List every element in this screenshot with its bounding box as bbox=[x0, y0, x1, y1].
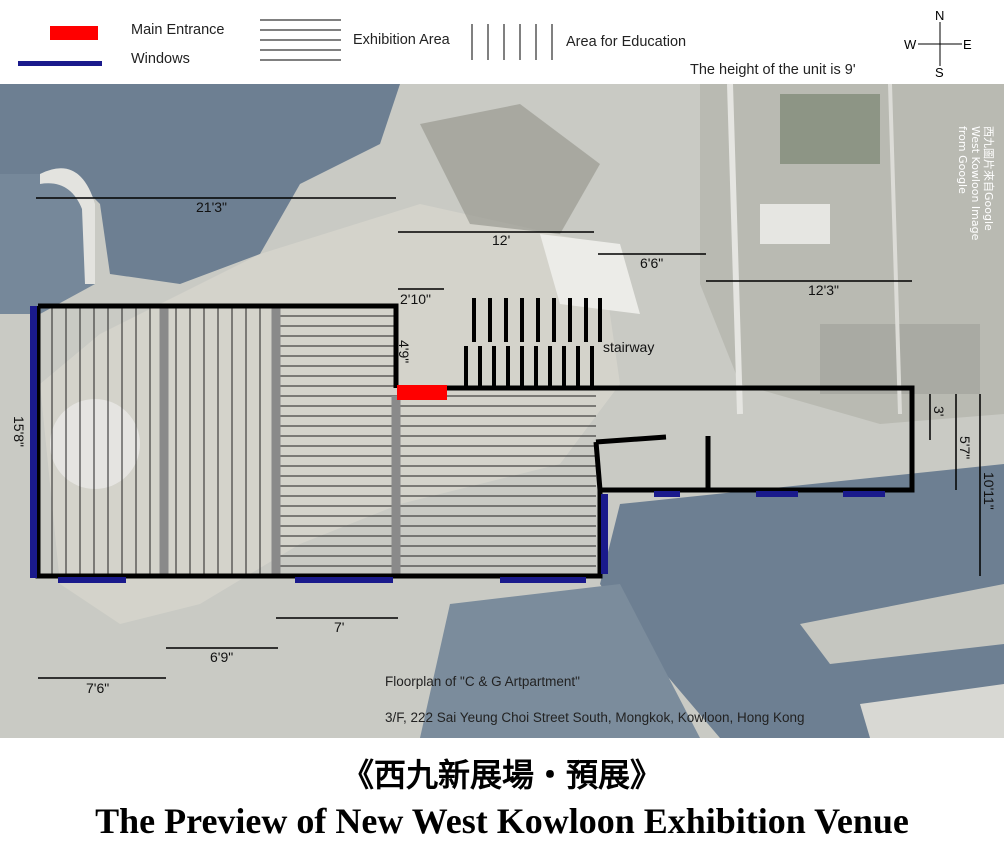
legend: N S W E Main Entrance Windows Exhibition… bbox=[0, 0, 1004, 84]
dim-10-11: 10'11" bbox=[981, 472, 997, 510]
title-english: The Preview of New West Kowloon Exhibiti… bbox=[95, 801, 909, 841]
main-entrance-swatch bbox=[50, 26, 98, 40]
dim-5-7: 5'7" bbox=[957, 436, 973, 459]
compass-e: E bbox=[963, 37, 972, 52]
credit-line-3: from Google bbox=[956, 126, 969, 194]
stairway bbox=[464, 298, 602, 386]
dim-2-10: 2'10" bbox=[400, 291, 431, 307]
exhibition-area-swatch bbox=[260, 19, 341, 61]
education-area-label: Area for Education bbox=[566, 34, 687, 50]
partition-columns bbox=[159, 306, 401, 576]
dim-6-6: 6'6" bbox=[640, 255, 663, 271]
legend-graphics: N S W E bbox=[18, 8, 972, 80]
walls bbox=[35, 303, 915, 579]
windows-swatch bbox=[18, 61, 102, 66]
image-credit: 西九圖片來自Google West Kowloon Image from Goo… bbox=[956, 126, 995, 241]
exhibition-area bbox=[280, 315, 596, 567]
exhibition-area-label: Exhibition Area bbox=[353, 32, 450, 48]
main-entrance-marker bbox=[397, 385, 447, 400]
dim-3: 3' bbox=[931, 406, 947, 416]
compass-icon: N S W E bbox=[904, 8, 972, 80]
dim-7-6: 7'6" bbox=[86, 680, 109, 696]
main-entrance-label: Main Entrance bbox=[131, 22, 225, 38]
compass-w: W bbox=[904, 37, 917, 52]
floorplan-name: Floorplan of "C & G Artpartment" bbox=[385, 674, 580, 689]
education-area-swatch bbox=[471, 24, 553, 60]
dim-12: 12' bbox=[492, 232, 510, 248]
compass-n: N bbox=[935, 8, 944, 23]
dim-7: 7' bbox=[334, 619, 344, 635]
dim-12-3: 12'3" bbox=[808, 282, 839, 298]
windows-label: Windows bbox=[131, 51, 190, 67]
title-chinese: 《西九新展場・預展》 bbox=[341, 756, 662, 794]
credit-line-1: 西九圖片來自Google bbox=[982, 126, 995, 231]
dim-4-9: 4'9" bbox=[396, 340, 412, 363]
dim-15-8: 15'8" bbox=[11, 416, 27, 447]
windows bbox=[30, 306, 885, 583]
stairway-label: stairway bbox=[603, 339, 654, 355]
compass-s: S bbox=[935, 65, 944, 80]
floorplan-address: 3/F, 222 Sai Yeung Choi Street South, Mo… bbox=[385, 710, 805, 725]
credit-line-2: West Kowloon Image bbox=[969, 126, 982, 241]
dim-6-9: 6'9" bbox=[210, 649, 233, 665]
aerial-map: 21'3" 12' 6'6" 12'3" 2'10" 4'9" 15'8" 3'… bbox=[0, 84, 1004, 738]
dimension-lines bbox=[36, 197, 981, 679]
education-area bbox=[51, 306, 261, 576]
floorplan: 21'3" 12' 6'6" 12'3" 2'10" 4'9" 15'8" 3'… bbox=[11, 126, 997, 725]
dim-21-3: 21'3" bbox=[196, 199, 227, 215]
unit-height-note: The height of the unit is 9' bbox=[690, 62, 856, 78]
